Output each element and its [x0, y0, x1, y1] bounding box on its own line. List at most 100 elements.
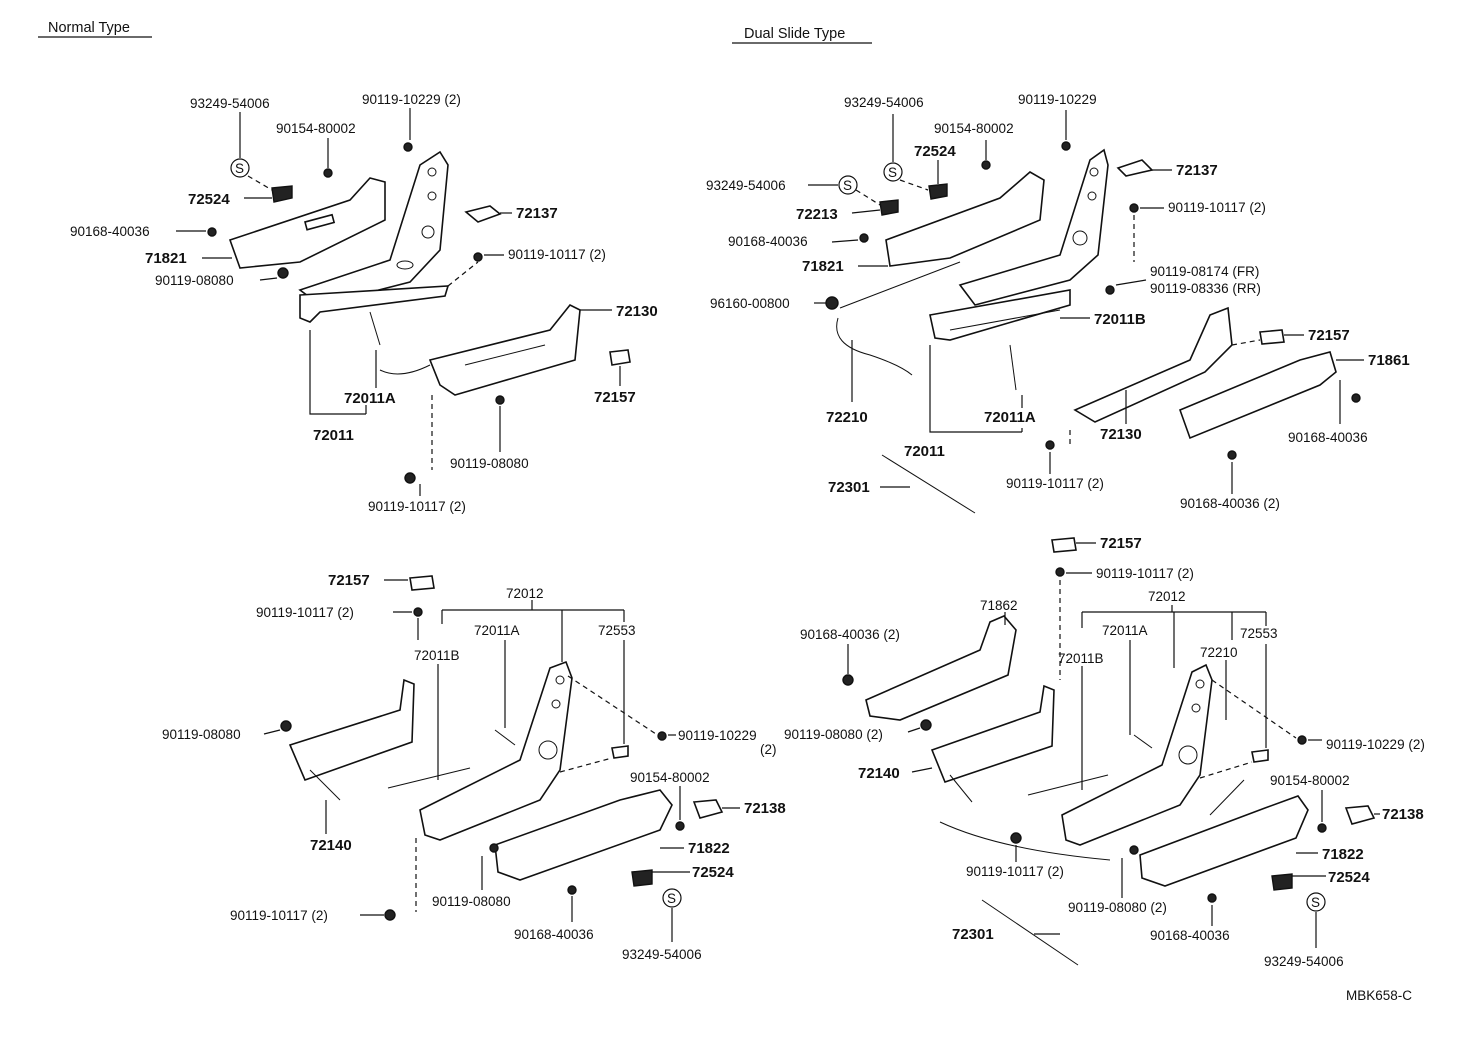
ds-label-90154-80002: 90154-80002 [934, 121, 1014, 136]
nt-s-mark-letter: S [235, 161, 244, 176]
bl-dash-10229 [567, 675, 657, 735]
ds-bolt-10117a [1129, 203, 1139, 213]
ds-bolt-08174 [1105, 285, 1115, 295]
ds-label-90119-10117b: 90119-10117 (2) [1006, 476, 1104, 491]
ds-clip-72137 [1116, 159, 1154, 177]
nt-dash-10117a [447, 261, 479, 287]
bl-label-72011B: 72011B [414, 648, 460, 663]
br-label-72301: 72301 [952, 926, 994, 943]
nt-hole-3 [421, 225, 435, 239]
br-label-72157: 72157 [1100, 535, 1142, 552]
bl-bolt-80002 [675, 821, 685, 831]
bl-bolt-40036 [567, 885, 577, 895]
bottom-left-group: S 72157 72012 90119-10117 (2) 72011A 725… [162, 572, 786, 962]
nt-bolt-10117b [404, 472, 416, 484]
nt-label-90168-40036: 90168-40036 [70, 224, 150, 239]
br-bolt-40036a [842, 674, 854, 686]
bl-label-72553: 72553 [598, 623, 636, 638]
br-label-90119-10117b: 90119-10117 (2) [966, 864, 1064, 879]
ds-s-mark-1 [883, 162, 903, 182]
ds-s-mark-1-letter: S [888, 165, 897, 180]
br-cover-71862 [865, 615, 1017, 721]
nt-bolt-10117a [473, 252, 483, 262]
br-hole-2 [1191, 703, 1201, 713]
br-hole-1 [1195, 679, 1205, 689]
bl-label-90119-10229-qty: (2) [760, 742, 777, 757]
ds-label-71821: 71821 [802, 258, 844, 275]
ds-cover-71821 [885, 171, 1045, 267]
bl-s-mark-letter: S [667, 891, 676, 906]
bl-bolt-08080a [280, 720, 292, 732]
br-label-72011A: 72011A [1102, 623, 1148, 638]
bl-bolt-10229 [657, 731, 667, 741]
br-label-72210: 72210 [1200, 645, 1238, 660]
br-adjuster-frame [1061, 663, 1213, 846]
ds-nut-96160 [825, 296, 839, 310]
bl-label-72524: 72524 [692, 864, 734, 881]
br-cable [939, 821, 1111, 861]
nt-bolt-80002 [323, 168, 333, 178]
ds-label-90168-40036c: 90168-40036 (2) [1180, 496, 1280, 511]
title-dual-slide-type: Dual Slide Type [744, 26, 845, 42]
nt-label-90119-08080b: 90119-08080 [450, 456, 529, 471]
br-label-72524: 72524 [1328, 869, 1370, 886]
br-gear [1178, 745, 1198, 765]
br-cable-72210 [1209, 779, 1245, 816]
ds-dash-72157 [1231, 339, 1261, 346]
ds-label-90119-08336: 90119-08336 (RR) [1150, 281, 1261, 296]
ds-label-96160-00800: 96160-00800 [710, 296, 790, 311]
nt-block-72524 [271, 185, 293, 203]
ds-label-72130: 72130 [1100, 426, 1142, 443]
br-label-72012: 72012 [1148, 589, 1186, 604]
bl-cover-71822 [494, 789, 673, 881]
bl-label-71822: 71822 [688, 840, 730, 857]
nt-spring-72011A [369, 311, 381, 346]
br-label-93249-54006: 93249-54006 [1264, 954, 1344, 969]
br-bolt-40036b [1207, 893, 1217, 903]
bl-bolt-10117a [413, 607, 423, 617]
title-normal-type: Normal Type [48, 20, 130, 36]
ds-bolt-40036c [1227, 450, 1237, 460]
ds-cable-upper [839, 261, 961, 309]
br-cap-72157 [1051, 537, 1077, 553]
nt-hole-4 [396, 260, 414, 270]
nt-bolt-08080b [495, 395, 505, 405]
nt-track-line [464, 344, 546, 366]
br-dash-10229 [1211, 679, 1297, 739]
ds-cable-72210 [836, 317, 913, 376]
nt-label-72137: 72137 [516, 205, 558, 222]
normal-type-group: S 93249-54006 90119-10229 (2) 90154-8000… [70, 92, 658, 514]
ds-label-72524: 72524 [914, 143, 956, 160]
br-cover-71822 [1139, 795, 1309, 887]
bl-lever-72140 [309, 769, 341, 801]
br-bolt-08080a [920, 719, 932, 731]
ds-label-90168-40036a: 90168-40036 [728, 234, 808, 249]
br-bolt-80002 [1317, 823, 1327, 833]
nt-hole-1 [427, 167, 437, 177]
ds-dash-93249a [899, 179, 929, 191]
bl-clip-72138 [692, 799, 724, 819]
ds-track-72130 [1073, 306, 1233, 423]
ds-hole-2 [1087, 191, 1097, 201]
br-label-90119-08080b: 90119-08080 (2) [1068, 900, 1167, 915]
nt-label-72130: 72130 [616, 303, 658, 320]
nt-cover-slot [304, 213, 336, 231]
br-leader-72140 [911, 767, 933, 773]
bl-dash-72553 [559, 757, 613, 773]
br-spring-72011B [1027, 774, 1109, 796]
nt-leader-08080a [259, 277, 278, 281]
nt-hole-2 [427, 191, 437, 201]
bl-label-90119-08080a: 90119-08080 [162, 727, 241, 742]
ds-spring-72011B [949, 309, 1061, 331]
bl-label-90168-40036: 90168-40036 [514, 927, 594, 942]
ds-hole-1 [1089, 167, 1099, 177]
bl-leader-08080a [263, 729, 281, 735]
ds-bracket-72011 [929, 345, 1022, 433]
ds-label-72213: 72213 [796, 206, 838, 223]
nt-label-90119-10117b: 90119-10117 (2) [368, 499, 466, 514]
ds-bolt-40036a [859, 233, 869, 243]
bl-label-93249-54006: 93249-54006 [622, 947, 702, 962]
nt-label-71821: 71821 [145, 250, 187, 267]
br-label-72011B: 72011B [1058, 651, 1104, 666]
bl-block-72524 [631, 869, 653, 887]
